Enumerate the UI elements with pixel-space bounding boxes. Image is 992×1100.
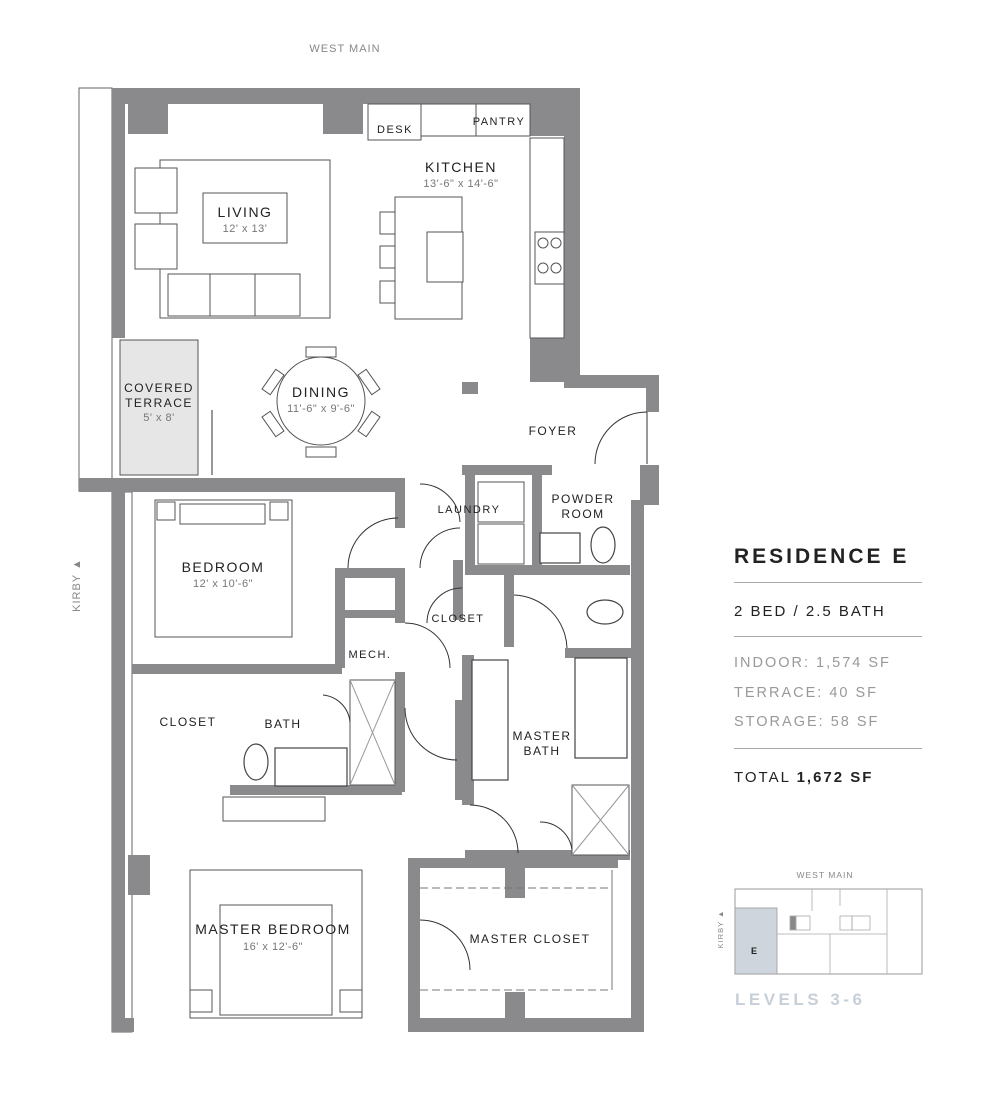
label-master-bath-2: BATH xyxy=(523,744,560,758)
residence-title: RESIDENCE E xyxy=(734,545,910,568)
label-covered-terrace-1: COVERED xyxy=(124,381,194,395)
label-master-bath-1: MASTER xyxy=(512,729,571,743)
indoor-area: INDOOR: 1,574 SF xyxy=(734,655,891,671)
divider xyxy=(734,582,922,583)
dim-bedroom: 12' x 10'-6" xyxy=(193,578,253,590)
residence-info-panel: RESIDENCE E 2 BED / 2.5 BATH INDOOR: 1,5… xyxy=(734,540,922,786)
label-kitchen: KITCHEN xyxy=(425,159,497,175)
keyplan-unit-label: E xyxy=(751,946,757,956)
dim-dining: 11'-6" x 9'-6" xyxy=(287,403,355,415)
divider xyxy=(734,747,922,749)
total-label: TOTAL xyxy=(734,768,791,786)
floor-plan: WEST MAIN KIRBY ▲ xyxy=(71,43,659,1033)
label-powder-room-1: POWDER xyxy=(552,492,615,506)
label-dining: DINING xyxy=(292,384,350,400)
storage-area: STORAGE: 58 SF xyxy=(734,714,880,730)
bath-fixtures xyxy=(243,599,630,856)
room-labels: DESK PANTRY KITCHEN 13'-6" x 14'-6" LIVI… xyxy=(124,116,615,953)
dim-living: 12' x 13' xyxy=(223,223,268,235)
area-list: INDOOR: 1,574 SF TERRACE: 40 SF STORAGE:… xyxy=(734,649,922,738)
master-closet-shelves xyxy=(420,870,613,991)
label-desk: DESK xyxy=(377,124,413,136)
terrace-area: TERRACE: 40 SF xyxy=(734,684,879,701)
label-master-bedroom: MASTER BEDROOM xyxy=(195,921,351,937)
label-bath: BATH xyxy=(264,717,301,731)
kitchen-counters xyxy=(367,103,565,339)
street-label-north: WEST MAIN xyxy=(309,43,380,55)
label-closet-hall: CLOSET xyxy=(431,613,484,625)
dim-covered-terrace: 5' x 8' xyxy=(143,412,175,424)
label-covered-terrace-2: TERRACE xyxy=(125,396,193,410)
label-master-closet: MASTER CLOSET xyxy=(470,932,591,946)
label-mech: MECH. xyxy=(349,649,392,661)
label-foyer: FOYER xyxy=(529,424,578,438)
label-living: LIVING xyxy=(218,204,273,220)
dim-master-bedroom: 16' x 12'-6" xyxy=(243,941,303,953)
beds-baths: 2 BED / 2.5 BATH xyxy=(734,603,886,620)
keyplan-west-label: KIRBY ▲ xyxy=(716,910,725,949)
divider xyxy=(734,636,922,637)
label-laundry: LAUNDRY xyxy=(438,504,501,516)
key-plan: WEST MAIN KIRBY ▲ E xyxy=(716,870,923,975)
street-label-west: KIRBY ▲ xyxy=(71,558,83,612)
label-bedroom: BEDROOM xyxy=(182,559,265,575)
doors xyxy=(211,410,648,971)
levels-label: LEVELS 3-6 xyxy=(735,990,866,1009)
laundry-fixtures xyxy=(477,481,616,565)
total-area: TOTAL 1,672 SF xyxy=(734,769,922,786)
label-pantry: PANTRY xyxy=(473,116,526,128)
living-furniture xyxy=(134,159,331,319)
label-closet-bedroom: CLOSET xyxy=(159,715,216,729)
covered-terrace-area xyxy=(119,339,199,476)
dim-kitchen: 13'-6" x 14'-6" xyxy=(423,178,498,190)
master-bed xyxy=(189,796,363,1019)
total-value: 1,672 SF xyxy=(796,768,874,786)
bedroom-furniture xyxy=(154,499,293,638)
dining-table xyxy=(261,346,381,458)
keyplan-north-label: WEST MAIN xyxy=(796,870,853,880)
keyplan-unit-highlight xyxy=(734,907,778,975)
label-powder-room-2: ROOM xyxy=(561,507,604,521)
